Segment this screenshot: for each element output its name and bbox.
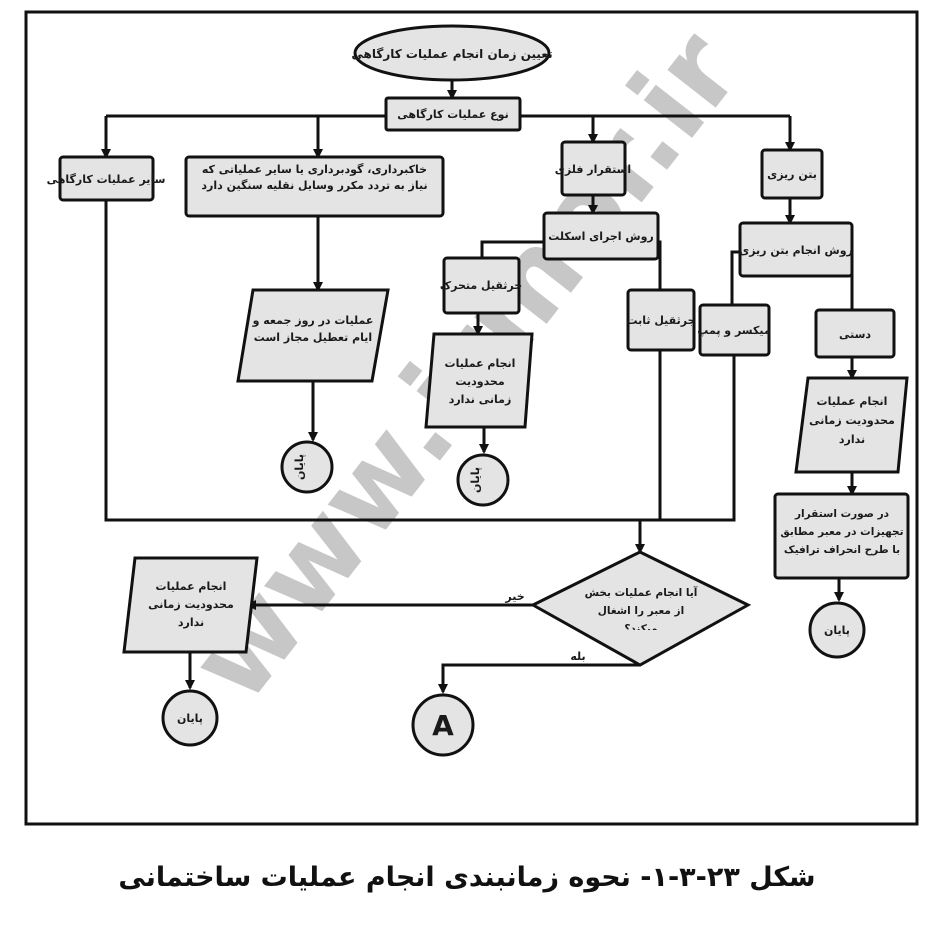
edge-mixer-merge <box>640 355 736 522</box>
nolimit3-label: انجام عملیات محدودیت زمانی ندارد <box>148 580 234 629</box>
mixer-node <box>698 303 771 357</box>
fixed-crane-label: جرثقیل ثابت <box>627 314 696 327</box>
holiday-node <box>236 288 390 383</box>
excavation-label: خاکبرداری، گودبرداری یا سایر عملیاتی که … <box>201 163 428 192</box>
edge-other-merge <box>104 200 640 522</box>
end4-node <box>808 601 866 659</box>
mobile-crane-node <box>442 256 521 315</box>
edge-label-yes: بله <box>570 650 585 663</box>
connector-a-node <box>411 693 475 757</box>
end3-label: پایان <box>177 712 203 725</box>
nolimit1-node <box>424 332 534 429</box>
nolimit1-label: انجام عملیات محدودیت زمانی ندارد <box>444 357 516 406</box>
manual-label: دستی <box>839 328 871 341</box>
holiday-label: عملیات در روز جمعه و ایام تعطیل مجاز است <box>252 314 374 344</box>
erect-method-label: روش اجرای اسکلت <box>548 230 654 243</box>
nolimit2-label: انجام عملیات محدودیت زمانی ندارد <box>809 395 895 446</box>
other-ops-node <box>58 155 155 202</box>
end4-label: پایان <box>824 624 850 637</box>
erect-node <box>560 140 627 197</box>
end1-node <box>280 440 334 494</box>
end3-node <box>161 689 219 747</box>
start-label: تعیین زمان انجام عملیات کارگاهی <box>351 47 552 62</box>
erect-label: استقرار فلزی <box>555 163 631 176</box>
figure-caption: شکل ۲۳-۳-۱- نحوه زمانبندی انجام عملیات س… <box>118 862 816 893</box>
diagram-frame <box>24 10 919 826</box>
nolimit3-node <box>122 556 259 654</box>
fixed-crane-node <box>626 288 696 352</box>
nodes <box>58 24 910 757</box>
edge-label-no: خیر <box>504 590 524 603</box>
other-ops-label: سایر عملیات کارگاهی <box>47 173 166 186</box>
end1-label: پایان <box>293 454 306 480</box>
start-node <box>353 24 551 82</box>
edge-method-mobile <box>480 240 548 258</box>
erect-method-node <box>542 211 660 261</box>
traffic-label: در صورت استقرار تجهیزات در معبر مطابق با… <box>780 508 904 556</box>
end2-label: پایان <box>469 467 482 493</box>
decision-node <box>529 550 752 667</box>
manual-node <box>814 308 896 359</box>
mixer-label: میکسر و پمپ <box>697 324 770 337</box>
decision-label: آیا انجام عملیات بخش از معبر را اشغال می… <box>584 587 698 630</box>
excavation-node <box>184 155 445 218</box>
optype-label: نوع عملیات کارگاهی <box>397 108 508 121</box>
concrete-method-label: روش انجام بتن ریزی <box>739 244 853 257</box>
concrete-method-node <box>738 221 854 278</box>
concrete-label: بتن ریزی <box>767 168 817 181</box>
connector-a-label: A <box>432 709 454 742</box>
edge-decision-yes <box>438 663 640 694</box>
traffic-node <box>773 492 910 580</box>
concrete-node <box>760 148 824 200</box>
mobile-crane-label: جرثقیل متحرک <box>440 279 522 292</box>
end2-node <box>456 453 510 507</box>
optype-node <box>384 96 522 132</box>
nolimit2-node <box>794 376 909 474</box>
